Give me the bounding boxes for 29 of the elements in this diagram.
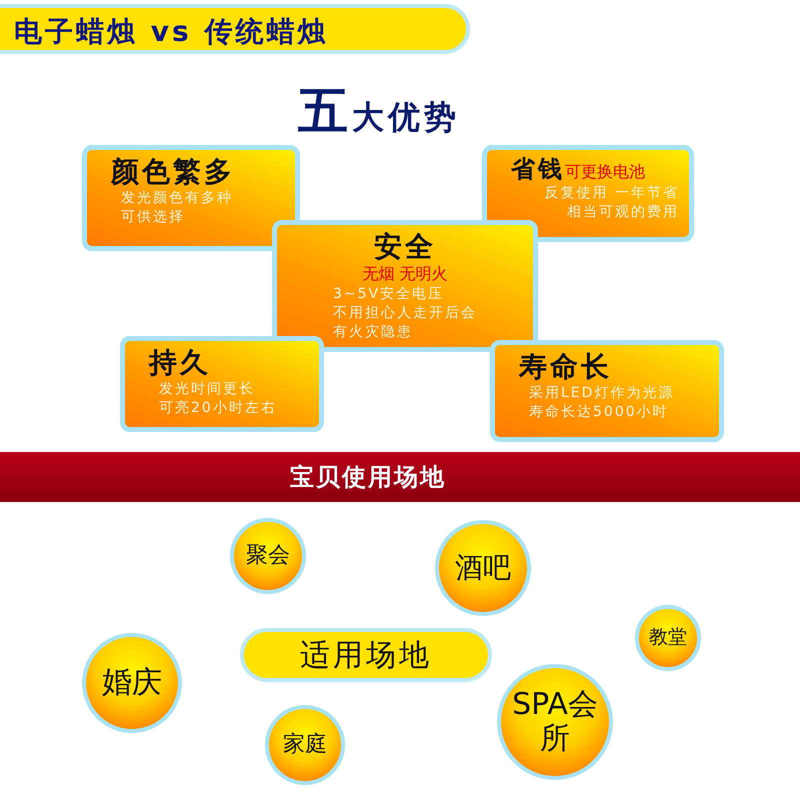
highlight-text: 无烟 无明火: [361, 264, 449, 285]
center-heading: 适用场地: [300, 636, 432, 674]
venue-name: SPA会所: [511, 688, 599, 756]
venue-name: 聚会: [246, 543, 290, 569]
title: 电子蜡烛 vs 传统蜡烛: [14, 14, 328, 50]
venue-name: 家庭: [283, 732, 327, 758]
highlight-text: 可更换电池: [565, 162, 645, 183]
card-heading: 持久: [147, 345, 212, 380]
card-heading: 安全: [373, 229, 437, 264]
venue-name: 婚庆: [102, 666, 162, 700]
card-heading: 寿命长: [518, 349, 613, 384]
subtitle: 五大优势: [298, 81, 460, 142]
card-description: 反复使用 一年节省相当可观的费用: [544, 184, 679, 222]
advantage-card: [120, 336, 324, 432]
advantage-card: [272, 220, 538, 352]
advantage-card: [82, 145, 300, 251]
card-description: 3~5V安全电压不用担心人走开后会有火灾隐患: [333, 285, 477, 342]
advantage-card: [490, 340, 724, 442]
section-heading: 宝贝使用场地: [290, 462, 446, 493]
card-description: 采用LED灯作为光源寿命长达5000小时: [529, 384, 674, 422]
advantage-card: [482, 145, 694, 242]
venue-name: 教堂: [649, 627, 687, 649]
venue-name: 酒吧: [455, 552, 511, 584]
center-label-pill: [240, 628, 492, 682]
card-heading: 颜色繁多: [110, 154, 236, 189]
card-heading: 省钱: [510, 154, 565, 184]
card-description: 发光时间更长可亮20小时左右: [159, 380, 277, 418]
card-description: 发光颜色有多种可供选择: [121, 189, 233, 227]
section-banner: [0, 452, 800, 502]
